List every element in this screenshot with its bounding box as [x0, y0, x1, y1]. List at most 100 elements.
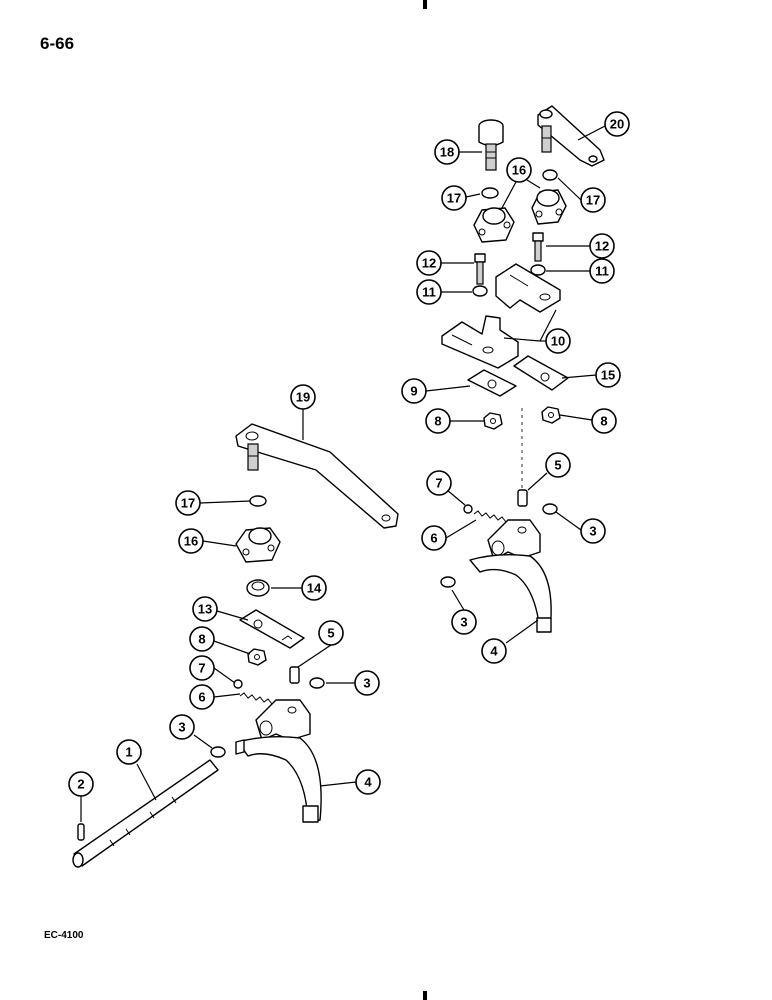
svg-text:18: 18 [440, 145, 454, 160]
svg-text:8: 8 [198, 632, 205, 647]
part-16-housing-lower [235, 527, 281, 563]
part-6-spring-lower [239, 692, 273, 705]
callout-17-upper-left: 17 [441, 185, 467, 211]
svg-text:8: 8 [600, 414, 607, 429]
svg-text:9: 9 [410, 384, 417, 399]
svg-text:16: 16 [512, 163, 526, 178]
svg-text:14: 14 [307, 581, 322, 596]
svg-text:19: 19 [296, 390, 310, 405]
svg-text:8: 8 [434, 414, 441, 429]
callout-13: 13 [192, 596, 218, 622]
svg-text:15: 15 [601, 368, 615, 383]
svg-text:7: 7 [198, 661, 205, 676]
part-4-shift-fork-upper [469, 519, 552, 633]
part-10-bracket-lower [441, 315, 519, 369]
svg-text:2: 2 [77, 777, 84, 792]
svg-text:11: 11 [595, 264, 609, 279]
callout-8-lower: 8 [189, 626, 215, 652]
callout-6-lower: 6 [189, 684, 215, 710]
svg-text:3: 3 [460, 615, 467, 630]
callout-17-upper-right: 17 [580, 187, 606, 213]
callout-19: 19 [290, 384, 316, 410]
part-14-bushing [246, 579, 270, 597]
callout-17-lower: 17 [175, 490, 201, 516]
callout-16-upper: 16 [506, 157, 532, 183]
top-registration-mark [423, 0, 427, 9]
callout-3-upper-left: 3 [451, 609, 477, 635]
part-3-washer-lower-left [210, 746, 226, 758]
part-2-pin [77, 823, 85, 841]
page-number: 6-66 [40, 34, 75, 53]
part-7-ball-lower [233, 679, 243, 689]
part-17-ring-lower [249, 495, 267, 507]
svg-text:10: 10 [551, 334, 565, 349]
callout-10: 10 [545, 328, 571, 354]
part-7-ball-upper [463, 504, 473, 514]
callout-14: 14 [301, 575, 327, 601]
part-13-plate [239, 609, 305, 649]
part-5-roll-pin-upper [517, 489, 528, 507]
callout-12-right: 12 [589, 233, 615, 259]
svg-text:5: 5 [554, 458, 561, 473]
part-16-housing-upper-right [531, 189, 567, 225]
part-3-washer-upper-left [440, 576, 456, 588]
callout-18: 18 [434, 139, 460, 165]
svg-text:12: 12 [422, 256, 436, 271]
part-1-shift-rail [72, 759, 219, 868]
callout-5-lower: 5 [318, 620, 344, 646]
svg-text:17: 17 [447, 191, 461, 206]
svg-text:7: 7 [435, 476, 442, 491]
callout-3-upper-right: 3 [580, 518, 606, 544]
svg-text:16: 16 [184, 534, 198, 549]
svg-text:13: 13 [198, 602, 212, 617]
part-11-washer-right [530, 264, 546, 276]
part-15-plate [513, 355, 569, 391]
callout-2: 2 [68, 771, 94, 797]
part-8-nut-upper-right [541, 406, 561, 424]
svg-text:11: 11 [422, 285, 436, 300]
callout-20: 20 [604, 111, 630, 137]
part-5-roll-pin-lower [289, 666, 300, 684]
callout-9: 9 [401, 378, 427, 404]
callout-4-upper: 4 [481, 638, 507, 664]
callout-6-upper: 6 [421, 525, 447, 551]
callout-11-left: 11 [416, 279, 442, 305]
svg-text:5: 5 [327, 626, 334, 641]
part-6-spring-upper [473, 510, 507, 523]
callout-11-right: 11 [589, 258, 615, 284]
callout-5-upper: 5 [545, 452, 571, 478]
bottom-registration-mark [423, 991, 427, 1000]
part-3-washer-upper-right [542, 503, 558, 515]
part-8-nut-lower [247, 648, 267, 666]
part-9-plate [467, 369, 517, 397]
part-8-nut-upper-left [483, 412, 503, 430]
callout-12-left: 12 [416, 250, 442, 276]
svg-text:6: 6 [198, 690, 205, 705]
part-16-housing-upper-left [473, 207, 515, 243]
part-10-bracket-upper [495, 263, 561, 313]
svg-text:3: 3 [178, 720, 185, 735]
callout-7-lower: 7 [189, 655, 215, 681]
part-18-pin [478, 119, 504, 171]
callout-1: 1 [116, 739, 142, 765]
callout-7-upper: 7 [426, 470, 452, 496]
part-12-bolt-left [474, 253, 486, 285]
svg-text:17: 17 [586, 193, 600, 208]
part-20-lever [537, 105, 605, 167]
callout-4-lower: 4 [355, 769, 381, 795]
svg-text:12: 12 [595, 239, 609, 254]
svg-text:4: 4 [364, 775, 372, 790]
part-19-long-lever [235, 423, 399, 529]
svg-text:3: 3 [363, 676, 370, 691]
svg-text:1: 1 [125, 745, 132, 760]
svg-text:20: 20 [610, 117, 624, 132]
svg-text:6: 6 [430, 531, 437, 546]
leader-lines [80, 125, 606, 822]
part-11-washer-left [472, 285, 488, 297]
svg-text:3: 3 [589, 524, 596, 539]
svg-text:17: 17 [181, 496, 195, 511]
figure-reference-code: EC-4100 [44, 930, 84, 941]
part-12-bolt-right [532, 232, 544, 262]
callout-16-lower: 16 [178, 528, 204, 554]
